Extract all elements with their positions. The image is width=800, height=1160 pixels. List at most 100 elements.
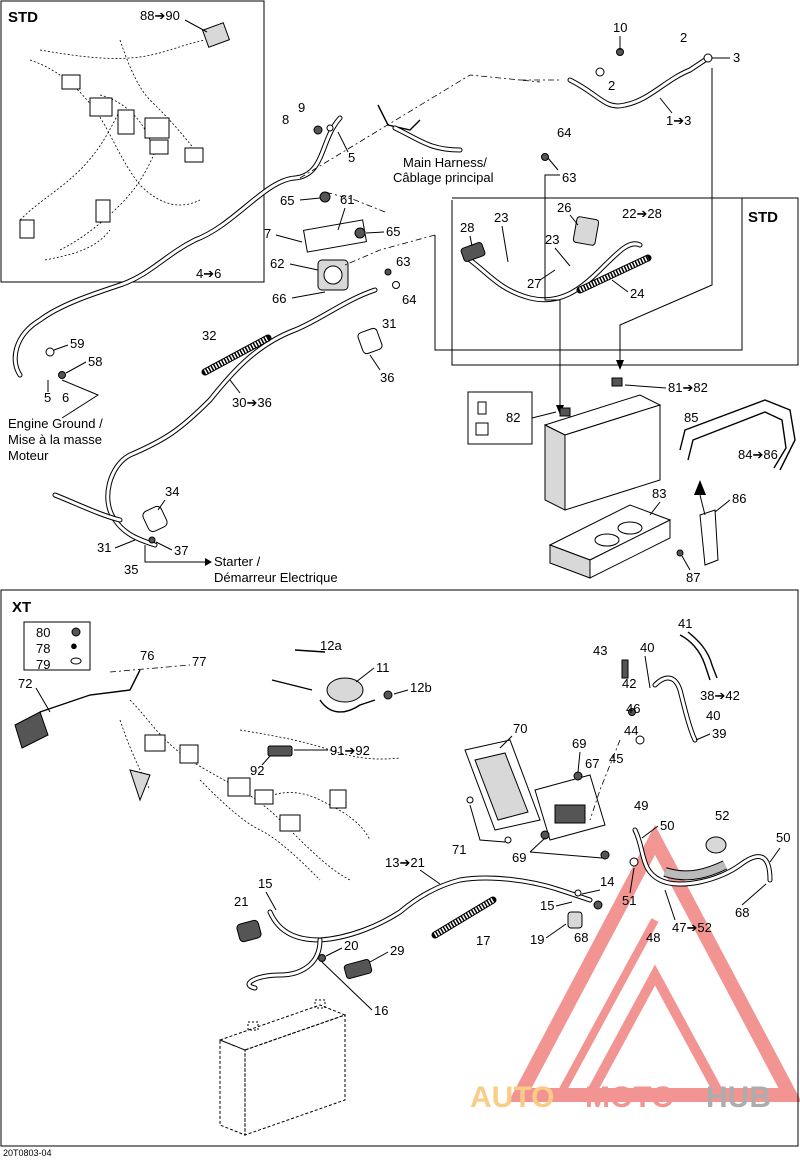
conduit-32	[201, 334, 272, 376]
callout-83: 83	[652, 486, 666, 501]
std-battery-inner-bracket	[434, 198, 743, 351]
callout-78: 78	[36, 641, 50, 656]
callout-91-92: 91➔92	[330, 743, 370, 758]
callout-51: 51	[622, 893, 636, 908]
section-std-battery: STD	[748, 209, 778, 226]
bracket-86-icon	[699, 509, 719, 566]
callout-12b: 12b	[410, 680, 432, 695]
callout-2b: 2	[608, 78, 615, 93]
watermark-auto: AUTO	[470, 1081, 554, 1114]
callout-31b: 31	[97, 540, 111, 555]
callout-64a: 64	[557, 125, 571, 140]
callout-1-3: 1➔3	[666, 113, 691, 128]
watermark-moto: MOTO	[585, 1081, 674, 1114]
callout-52: 52	[715, 808, 729, 823]
cable-13-21	[246, 875, 603, 991]
callout-36: 36	[380, 370, 394, 385]
callout-10: 10	[613, 20, 627, 35]
battery-xt	[218, 999, 347, 1136]
callout-50b: 50	[776, 830, 790, 845]
conduit-17	[431, 896, 497, 939]
battery-strap	[679, 399, 796, 471]
battery-tray	[548, 504, 672, 579]
electronic-module-70	[464, 739, 610, 860]
note-main-harness-1: Main Harness/	[403, 155, 487, 170]
callout-39: 39	[712, 726, 726, 741]
callout-62: 62	[270, 256, 284, 271]
callout-34: 34	[165, 484, 179, 499]
callout-82: 82	[506, 410, 520, 425]
callout-61: 61	[340, 192, 354, 207]
callout-44: 44	[624, 723, 638, 738]
callout-77: 77	[192, 654, 206, 669]
xt-wiring-harness	[14, 669, 401, 881]
callout-3: 3	[733, 50, 740, 65]
callout-45: 45	[609, 751, 623, 766]
callout-19: 19	[530, 932, 544, 947]
callout-68b: 68	[574, 930, 588, 945]
callout-46: 46	[626, 701, 640, 716]
main-harness-connector	[377, 104, 463, 153]
callout-14: 14	[600, 874, 614, 889]
callout-79: 79	[36, 657, 50, 672]
callout-21: 21	[234, 894, 248, 909]
callout-87: 87	[686, 570, 700, 585]
cable-1-3	[567, 48, 713, 109]
callout-28: 28	[460, 220, 474, 235]
callout-58: 58	[88, 354, 102, 369]
callout-26: 26	[557, 200, 571, 215]
std-wiring-harness	[19, 22, 231, 261]
callout-69a: 69	[572, 736, 586, 751]
note-starter-1: Starter /	[214, 554, 261, 569]
watermark-logo-icon	[508, 825, 800, 1102]
callout-20: 20	[344, 938, 358, 953]
callout-69b: 69	[512, 850, 526, 865]
boot-36-icon	[357, 327, 383, 355]
callout-15b: 15	[258, 876, 272, 891]
callout-66: 66	[272, 291, 286, 306]
callout-63b: 63	[396, 254, 410, 269]
hardware-82-box	[467, 391, 533, 445]
nut-8-icon	[313, 125, 323, 135]
note-engine-ground-1: Engine Ground /	[8, 416, 103, 431]
callout-65a: 65	[280, 193, 294, 208]
callout-30-36: 30➔36	[232, 395, 272, 410]
callout-5a: 5	[348, 150, 355, 165]
callout-29: 29	[390, 943, 404, 958]
callout-70: 70	[513, 721, 527, 736]
callout-41: 41	[678, 616, 692, 631]
watermark-hub: HUB	[706, 1081, 771, 1114]
callout-63a: 63	[562, 170, 576, 185]
callout-9: 9	[298, 100, 305, 115]
battery-cable-22-28	[460, 216, 652, 303]
callout-15a: 15	[540, 898, 554, 913]
boot-34-icon	[142, 505, 168, 533]
callout-4-6: 4➔6	[196, 266, 221, 281]
std-battery-frame	[451, 197, 799, 366]
callout-86: 86	[732, 491, 746, 506]
callout-88-90: 88➔90	[140, 8, 180, 23]
note-main-harness-2: Câblage principal	[393, 170, 494, 185]
callout-40b: 40	[706, 708, 720, 723]
callout-40a: 40	[640, 640, 654, 655]
callout-49: 49	[634, 798, 648, 813]
callout-42: 42	[622, 676, 636, 691]
callout-2a: 2	[680, 30, 687, 45]
callout-37: 37	[174, 543, 188, 558]
callout-80: 80	[36, 625, 50, 640]
starter-cable-30-36	[52, 287, 378, 548]
callout-6: 6	[62, 390, 69, 405]
callout-65b: 65	[386, 224, 400, 239]
callout-11: 11	[376, 660, 390, 675]
callout-23b: 23	[545, 232, 559, 247]
battery-std	[543, 377, 662, 511]
callout-47-52: 47➔52	[672, 920, 712, 935]
boot-21-icon	[236, 919, 262, 943]
callout-50a: 50	[660, 818, 674, 833]
callout-16: 16	[374, 1003, 388, 1018]
xt-solenoid	[271, 649, 393, 713]
callout-12a: 12a	[320, 638, 342, 653]
connector-92-icon	[267, 745, 293, 757]
callout-22-28: 22➔28	[622, 206, 662, 221]
